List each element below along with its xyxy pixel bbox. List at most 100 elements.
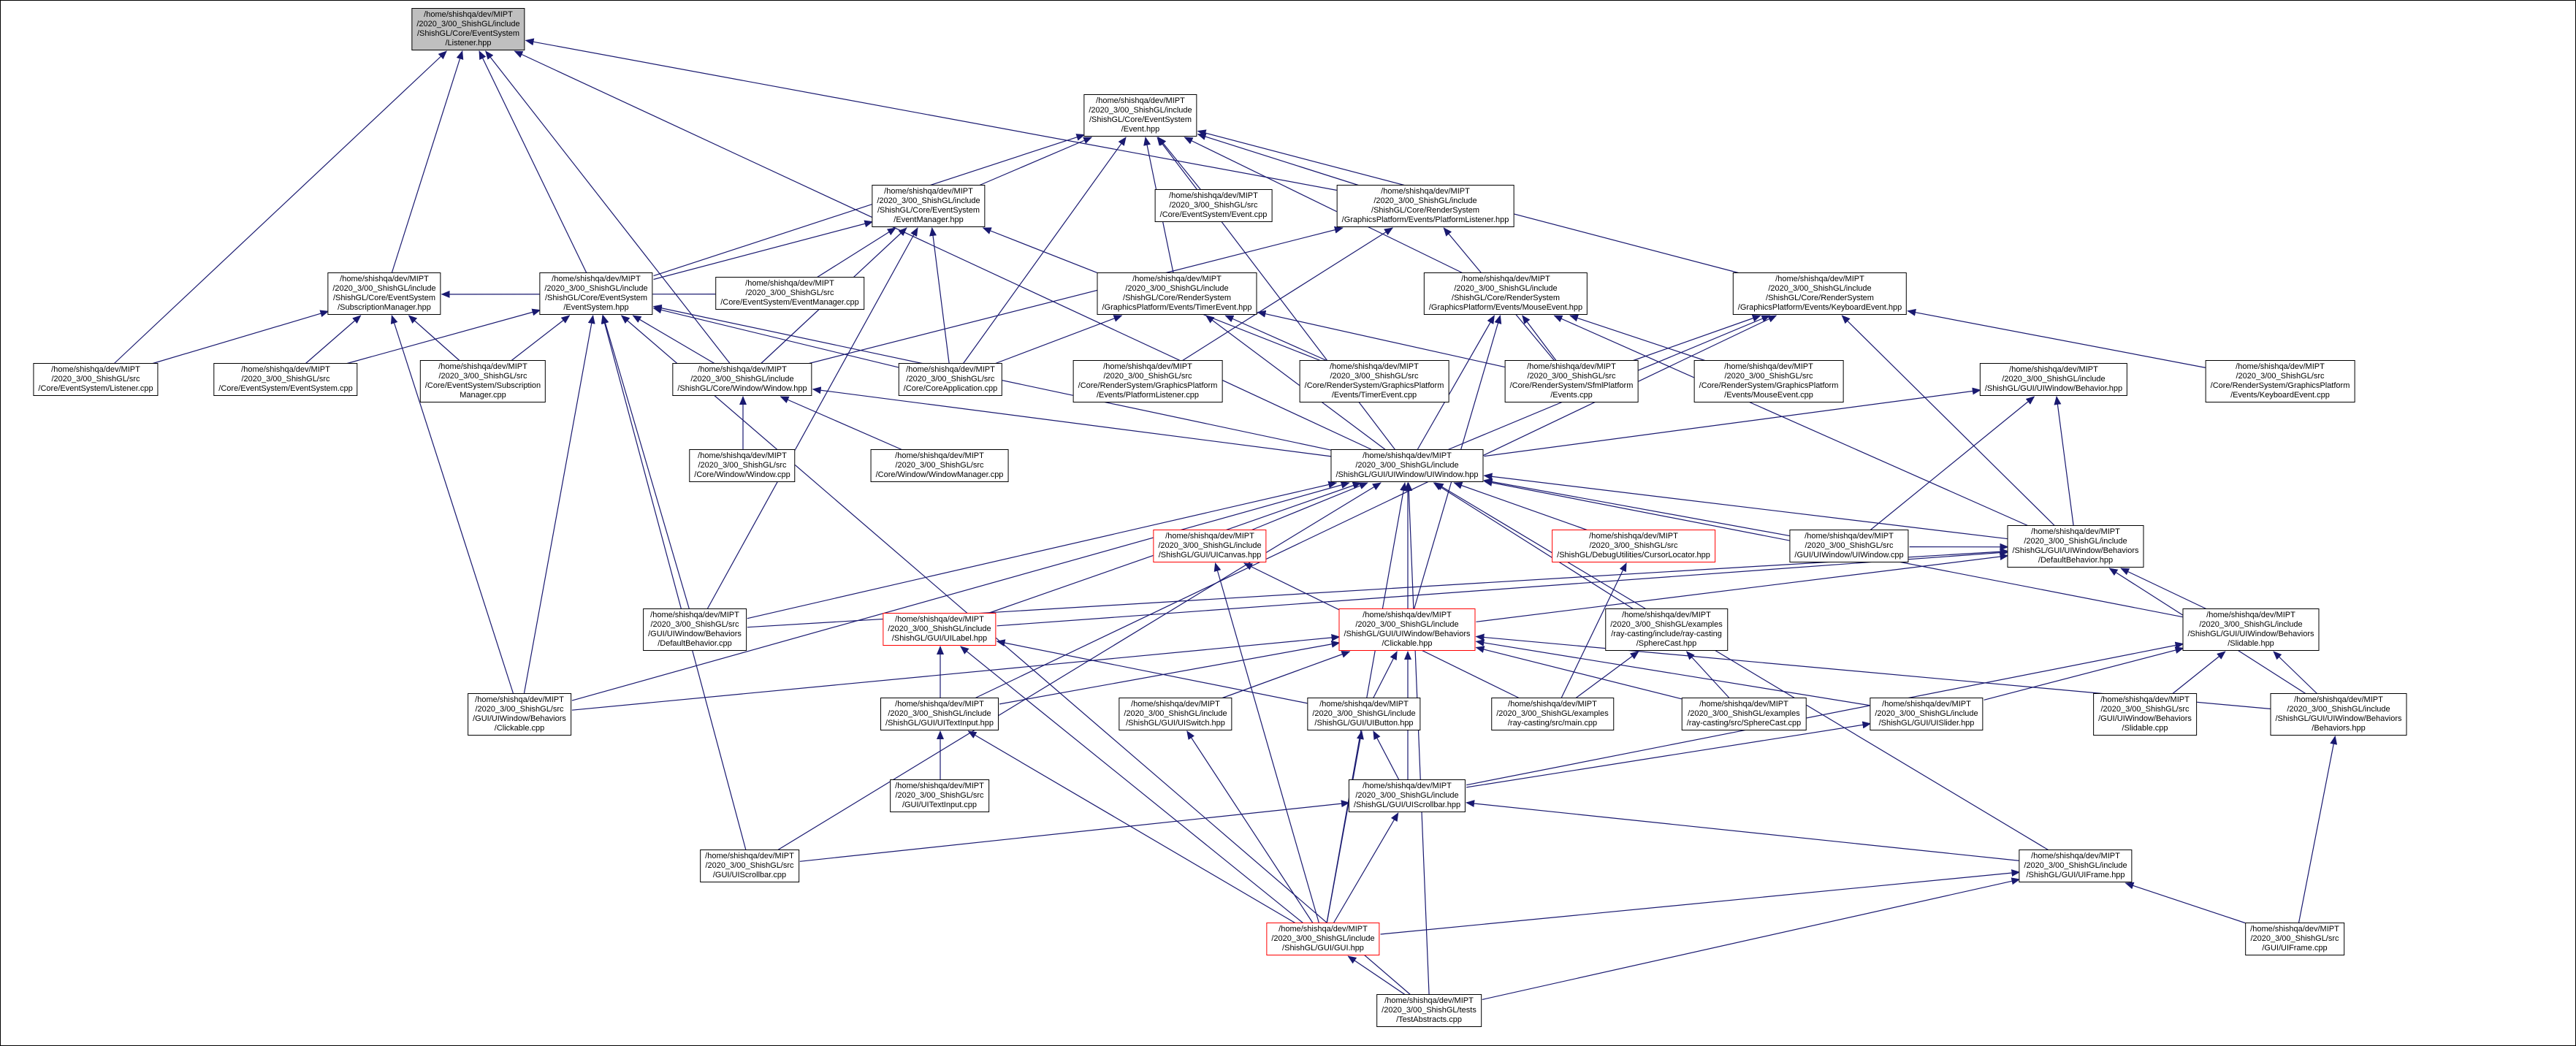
graph-node-eventsystem_cpp[interactable]: /home/shishqa/dev/MIPT/2020_3/00_ShishGL… [213,363,358,396]
graph-node-subscriptionmanager_hpp[interactable]: /home/shishqa/dev/MIPT/2020_3/00_ShishGL… [327,272,441,315]
node-label-line: /DefaultBehavior.hpp [2038,556,2114,565]
include-edge-defaultbehavior_cpp-to-eventsystem_hpp [601,315,690,610]
graph-node-windowmanager_cpp[interactable]: /home/shishqa/dev/MIPT/2020_3/00_ShishGL… [870,449,1009,482]
node-label-line: /Core/RenderSystem/GraphicsPlatform [1304,381,1444,390]
include-edge-window_hpp-to-eventsystem_hpp [632,315,716,364]
node-label-line: /home/shishqa/dev/MIPT [1622,611,1711,619]
include-edge-slidable_cpp-to-slidable_hpp [2171,651,2226,695]
graph-node-uiscrollbar_cpp[interactable]: /home/shishqa/dev/MIPT/2020_3/00_ShishGL… [700,850,799,882]
node-label-line: /2020_3/00_ShishGL/include [2024,861,2127,870]
graph-node-timerevent_hpp[interactable]: /home/shishqa/dev/MIPT/2020_3/00_ShishGL… [1097,272,1257,315]
node-label-line: /Slidable.cpp [2122,724,2168,733]
include-edge-window_hpp-to-platformlistener_hpp [807,226,1344,364]
include-edge-slidable_hpp-to-defaultbehavior_hpp [2120,568,2208,610]
include-edge-platformlistener_hpp-to-listener_hpp [525,38,1338,191]
graph-node-testabstracts_cpp[interactable]: /home/shishqa/dev/MIPT/2020_3/00_ShishGL… [1376,994,1482,1027]
graph-node-mouseevent_cpp[interactable]: /home/shishqa/dev/MIPT/2020_3/00_ShishGL… [1693,360,1844,402]
graph-node-mouseevent_hpp[interactable]: /home/shishqa/dev/MIPT/2020_3/00_ShishGL… [1423,272,1588,315]
include-edge-uiwindow_hpp-to-behavior_hpp [1484,387,1981,457]
include-edge-eventsystem_cpp-to-eventsystem_hpp [346,308,541,364]
graph-node-cursorlocator_hpp[interactable]: /home/shishqa/dev/MIPT/2020_3/00_ShishGL… [1552,530,1715,562]
graph-node-listener_cpp[interactable]: /home/shishqa/dev/MIPT/2020_3/00_ShishGL… [33,363,159,396]
graph-node-behaviors_hpp[interactable]: /home/shishqa/dev/MIPT/2020_3/00_ShishGL… [2270,693,2407,736]
node-label-line: /2020_3/00_ShishGL/src [51,375,140,383]
graph-node-spherecast_cpp[interactable]: /home/shishqa/dev/MIPT/2020_3/00_ShishGL… [1681,698,1807,730]
graph-node-uicanvas_hpp[interactable]: /home/shishqa/dev/MIPT/2020_3/00_ShishGL… [1153,530,1267,562]
graph-node-slidable_hpp[interactable]: /home/shishqa/dev/MIPT/2020_3/00_ShishGL… [2182,608,2320,651]
graph-node-eventmanager_hpp[interactable]: /home/shishqa/dev/MIPT/2020_3/00_ShishGL… [872,185,986,227]
graph-node-defaultbehavior_cpp[interactable]: /home/shishqa/dev/MIPT/2020_3/00_ShishGL… [643,608,747,651]
graph-node-uibutton_hpp[interactable]: /home/shishqa/dev/MIPT/2020_3/00_ShishGL… [1307,698,1421,730]
node-label-line: /2020_3/00_ShishGL/include [1373,196,1477,205]
include-edge-sfml_events_cpp-to-keyboardevent_hpp [1632,314,1761,362]
node-label-line: /2020_3/00_ShishGL/include [1355,791,1459,800]
node-label-line: /2020_3/00_ShishGL/src [745,289,834,297]
graph-node-clickable_cpp[interactable]: /home/shishqa/dev/MIPT/2020_3/00_ShishGL… [468,693,571,736]
graph-node-uitextinput_hpp[interactable]: /home/shishqa/dev/MIPT/2020_3/00_ShishGL… [880,698,999,730]
node-label-line: /2020_3/00_ShishGL/include [1271,934,1375,943]
node-label-line: /home/shishqa/dev/MIPT [2031,527,2120,536]
graph-node-clickable_hpp[interactable]: /home/shishqa/dev/MIPT/2020_3/00_ShishGL… [1338,608,1476,651]
graph-node-uitextinput_cpp[interactable]: /home/shishqa/dev/MIPT/2020_3/00_ShishGL… [890,779,989,812]
graph-node-uiscrollbar_hpp[interactable]: /home/shishqa/dev/MIPT/2020_3/00_ShishGL… [1348,779,1466,812]
node-label-line: /home/shishqa/dev/MIPT [1461,275,1550,283]
graph-node-keyboardevent_cpp[interactable]: /home/shishqa/dev/MIPT/2020_3/00_ShishGL… [2205,360,2355,402]
graph-node-listener_hpp[interactable]: /home/shishqa/dev/MIPT/2020_3/00_ShishGL… [411,8,525,50]
node-label-line: /home/shishqa/dev/MIPT [1319,700,1409,709]
node-label-line: /2020_3/00_ShishGL/include [1768,284,1872,293]
node-label-line: /ShishGL/GUI/UIWindow/Behavior.hpp [1984,384,2123,393]
graph-node-timerevent_cpp[interactable]: /home/shishqa/dev/MIPT/2020_3/00_ShishGL… [1299,360,1449,402]
graph-node-subscriptionmanager_cpp[interactable]: /home/shishqa/dev/MIPT/2020_3/00_ShishGL… [419,360,546,402]
include-edge-spherecast_cpp-to-clickable_hpp [1475,646,1683,700]
graph-node-spherecast_hpp[interactable]: /home/shishqa/dev/MIPT/2020_3/00_ShishGL… [1605,608,1728,651]
include-edge-listener_cpp-to-subscriptionmanager_hpp [151,310,329,364]
node-label-line: /Clickable.hpp [1382,639,1433,648]
graph-node-behavior_hpp[interactable]: /home/shishqa/dev/MIPT/2020_3/00_ShishGL… [1979,363,2128,396]
graph-node-uislider_hpp[interactable]: /home/shishqa/dev/MIPT/2020_3/00_ShishGL… [1870,698,1984,730]
include-edge-uiwindow_cpp-to-behavior_hpp [1870,396,2035,531]
graph-node-defaultbehavior_hpp[interactable]: /home/shishqa/dev/MIPT/2020_3/00_ShishGL… [2007,525,2144,568]
include-edge-spherecast_cpp-to-spherecast_hpp [1685,651,1730,699]
node-label-line: /home/shishqa/dev/MIPT [1279,925,1368,934]
graph-node-uiwindow_cpp[interactable]: /home/shishqa/dev/MIPT/2020_3/00_ShishGL… [1789,530,1909,562]
graph-node-gui_hpp[interactable]: /home/shishqa/dev/MIPT/2020_3/00_ShishGL… [1266,923,1380,955]
include-edge-uiscrollbar_hpp-to-uislider_hpp [1466,721,1872,788]
include-edge-eventsystem_hpp-to-listener_hpp [479,50,587,274]
node-label-line: /2020_3/00_ShishGL/include [416,20,520,28]
include-edge-uibutton_hpp-to-clickable_hpp [1372,651,1398,699]
graph-node-uiframe_hpp[interactable]: /home/shishqa/dev/MIPT/2020_3/00_ShishGL… [2019,850,2133,882]
include-edge-cursorlocator_hpp-to-uiwindow_hpp [1453,481,1588,531]
include-edge-uiframe_cpp-to-uiframe_hpp [2125,882,2247,924]
include-edge-platformlistener_hpp-to-event_hpp [1197,133,1360,186]
graph-node-eventmanager_cpp[interactable]: /home/shishqa/dev/MIPT/2020_3/00_ShishGL… [715,277,864,310]
graph-node-sfml_events_cpp[interactable]: /home/shishqa/dev/MIPT/2020_3/00_ShishGL… [1504,360,1639,402]
graph-node-keyboardevent_hpp[interactable]: /home/shishqa/dev/MIPT/2020_3/00_ShishGL… [1732,272,1908,315]
node-label-line: /2020_3/00_ShishGL/include [877,196,980,205]
graph-node-window_cpp[interactable]: /home/shishqa/dev/MIPT/2020_3/00_ShishGL… [689,449,796,482]
node-label-line: /EventSystem.hpp [563,303,629,312]
graph-node-event_cpp[interactable]: /home/shishqa/dev/MIPT/2020_3/00_ShishGL… [1154,189,1273,222]
graph-node-uilabel_hpp[interactable]: /home/shishqa/dev/MIPT/2020_3/00_ShishGL… [883,613,997,646]
graph-node-raycasting_main_cpp[interactable]: /home/shishqa/dev/MIPT/2020_3/00_ShishGL… [1491,698,1614,730]
include-edge-uislider_hpp-to-slidable_hpp [1984,646,2184,700]
node-label-line: /2020_3/00_ShishGL/include [1355,461,1459,470]
graph-node-event_hpp[interactable]: /home/shishqa/dev/MIPT/2020_3/00_ShishGL… [1083,94,1197,137]
node-label-line: /Listener.hpp [445,39,492,47]
node-label-line: /ShishGL/Core/EventSystem [332,294,435,302]
graph-node-uiswitch_hpp[interactable]: /home/shishqa/dev/MIPT/2020_3/00_ShishGL… [1119,698,1232,730]
node-label-line: /ShishGL/GUI/UITextInput.hpp [885,719,994,728]
graph-node-platformlistener_hpp[interactable]: /home/shishqa/dev/MIPT/2020_3/00_ShishGL… [1336,185,1514,227]
graph-node-platformlistener_cpp[interactable]: /home/shishqa/dev/MIPT/2020_3/00_ShishGL… [1072,360,1223,402]
graph-node-eventsystem_hpp[interactable]: /home/shishqa/dev/MIPT/2020_3/00_ShishGL… [539,272,653,315]
node-label-line: /Events.cpp [1550,391,1593,400]
graph-node-coreapplication_cpp[interactable]: /home/shishqa/dev/MIPT/2020_3/00_ShishGL… [898,363,1003,396]
graph-node-uiframe_cpp[interactable]: /home/shishqa/dev/MIPT/2020_3/00_ShishGL… [2245,923,2344,955]
graph-node-slidable_cpp[interactable]: /home/shishqa/dev/MIPT/2020_3/00_ShishGL… [2093,693,2197,736]
node-label-line: /home/shishqa/dev/MIPT [698,365,787,374]
node-label-line: /Core/CoreApplication.cpp [903,384,998,393]
node-label-line: /2020_3/00_ShishGL/src [1527,372,1616,381]
graph-node-window_hpp[interactable]: /home/shishqa/dev/MIPT/2020_3/00_ShishGL… [672,363,812,396]
graph-node-uiwindow_hpp[interactable]: /home/shishqa/dev/MIPT/2020_3/00_ShishGL… [1330,449,1484,482]
include-edge-coreapplication_cpp-to-timerevent_hpp [994,315,1123,364]
include-edge-mouseevent_hpp-to-event_hpp [1184,137,1463,274]
